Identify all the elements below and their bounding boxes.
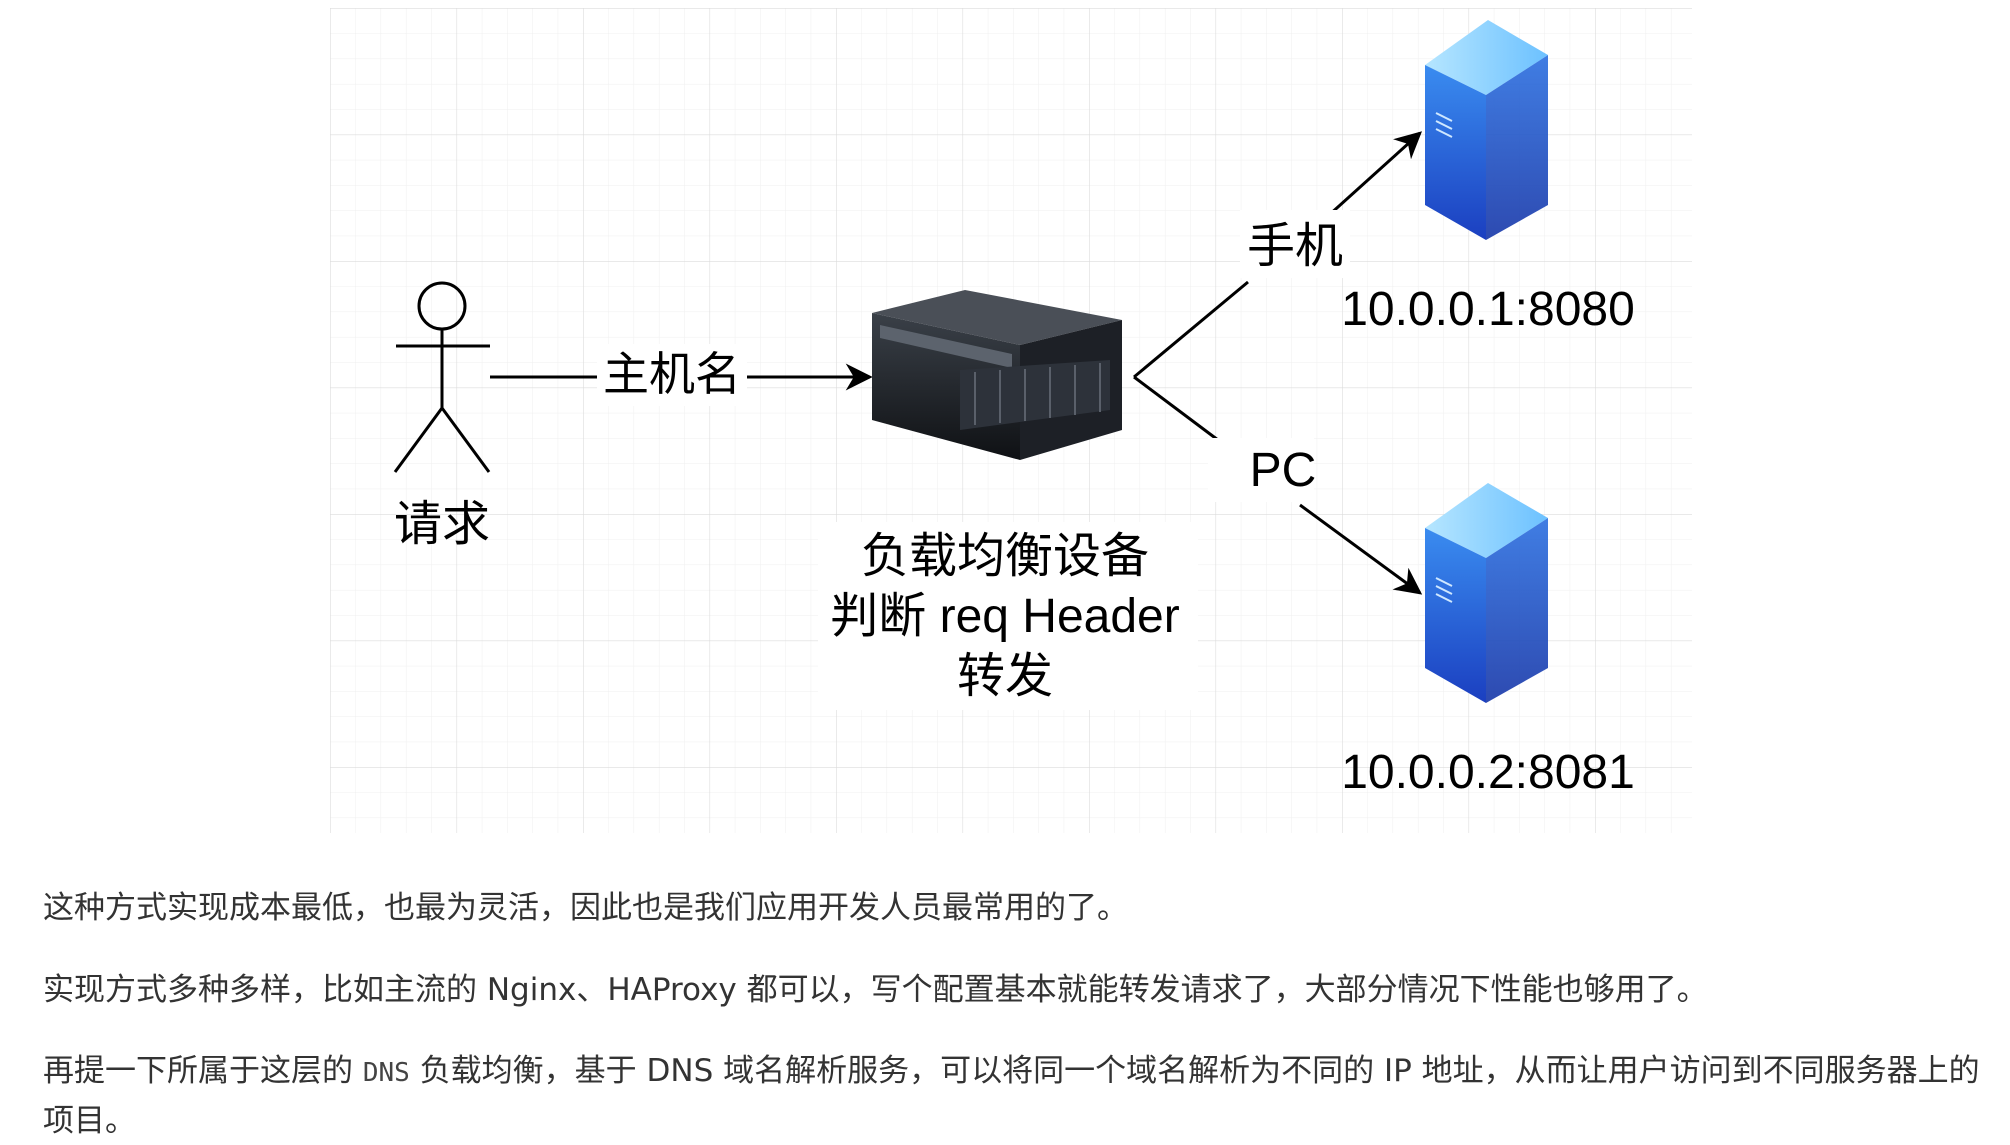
- balancer-caption-background: [818, 522, 1198, 710]
- server-2-icon: [1425, 483, 1548, 703]
- paragraph-3-text-a: 再提一下所属于这层的: [43, 1053, 353, 1089]
- route-pc-label: PC: [1250, 444, 1317, 497]
- request-label: 主机名: [603, 348, 741, 400]
- balancer-caption-line-3: 转发: [957, 650, 1053, 703]
- request-label-background: [597, 344, 747, 406]
- route-pc-label-background: [1208, 438, 1314, 502]
- paragraph-3: 再提一下所属于这层的 DNS 负载均衡，基于 DNS 域名解析服务，可以将同一个…: [43, 1047, 1993, 1145]
- client-label: 请求: [394, 498, 490, 551]
- route-mobile-arrow: [1316, 131, 1423, 227]
- route-mobile-line: [1133, 280, 1249, 379]
- route-mobile-label: 手机: [1247, 220, 1343, 273]
- paragraph-2: 实现方式多种多样，比如主流的 Nginx、HAProxy 都可以，写个配置基本就…: [43, 972, 1708, 1008]
- route-pc-arrow: [1299, 503, 1423, 595]
- dns-code: DNS: [362, 1058, 410, 1088]
- balancer-caption-line-2: 判断 req Header: [830, 590, 1179, 643]
- user-figure-icon: [393, 281, 491, 473]
- server-1-address: 10.0.0.1:8080: [1341, 283, 1635, 336]
- paragraph-3-text-b: 负载均衡，基于 DNS 域名解析服务，可以将同一个域名解析为不同的 IP 地址，…: [43, 1053, 1980, 1139]
- balancer-caption-line-1: 负载均衡设备: [861, 530, 1149, 583]
- server-2-address: 10.0.0.2:8081: [1341, 746, 1635, 799]
- load-balancing-diagram: 请求 主机名 负载均衡设备 判断 req Header 转发 手机 PC 10.…: [330, 8, 1692, 833]
- route-pc-line: [1133, 375, 1219, 442]
- route-mobile-label-background: [1240, 210, 1350, 278]
- server-1-icon: [1425, 20, 1548, 240]
- paragraph-1: 这种方式实现成本最低，也最为灵活，因此也是我们应用开发人员最常用的了。: [43, 890, 1128, 926]
- load-balancer-device-icon: [872, 290, 1122, 460]
